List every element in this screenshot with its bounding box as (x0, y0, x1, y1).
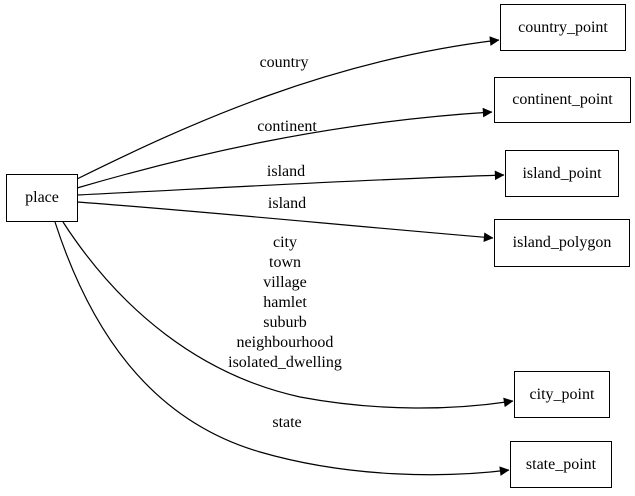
edge-label-city-line: isolated_dwelling (228, 354, 342, 371)
edge-place-state_point (54, 221, 510, 476)
edge-place-continent_point (76, 107, 493, 189)
edge-label-country: country (259, 54, 309, 71)
node-island-point: island_point (505, 150, 619, 197)
edge-label-city-line: village (263, 274, 307, 291)
edge-place-country_point (76, 36, 500, 180)
node-continent-point: continent_point (494, 77, 631, 123)
edge-place-city_point (62, 221, 514, 409)
edge-label-city-line: hamlet (263, 294, 307, 311)
edge-place-island_point (76, 170, 505, 196)
node-island-polygon: island_polygon (494, 219, 630, 267)
node-state-point: state_point (510, 441, 612, 488)
edge-label-city-multiline: city town village hamlet suburb neighbou… (228, 233, 342, 373)
edge-label-continent: continent (257, 118, 317, 135)
node-city-point: city_point (514, 371, 610, 418)
edge-label-city-line: city (272, 234, 297, 251)
edge-label-city-line: suburb (263, 314, 307, 331)
edge-place-island_polygon (76, 201, 494, 243)
edge-label-city-line: neighbourhood (236, 334, 334, 351)
edge-label-island-point: island (266, 163, 306, 180)
edge-label-city-line: town (268, 254, 301, 271)
edge-label-island-polygon: island (267, 195, 307, 212)
node-place: place (6, 174, 78, 222)
node-country-point: country_point (500, 4, 626, 51)
edge-label-state: state (272, 414, 302, 431)
